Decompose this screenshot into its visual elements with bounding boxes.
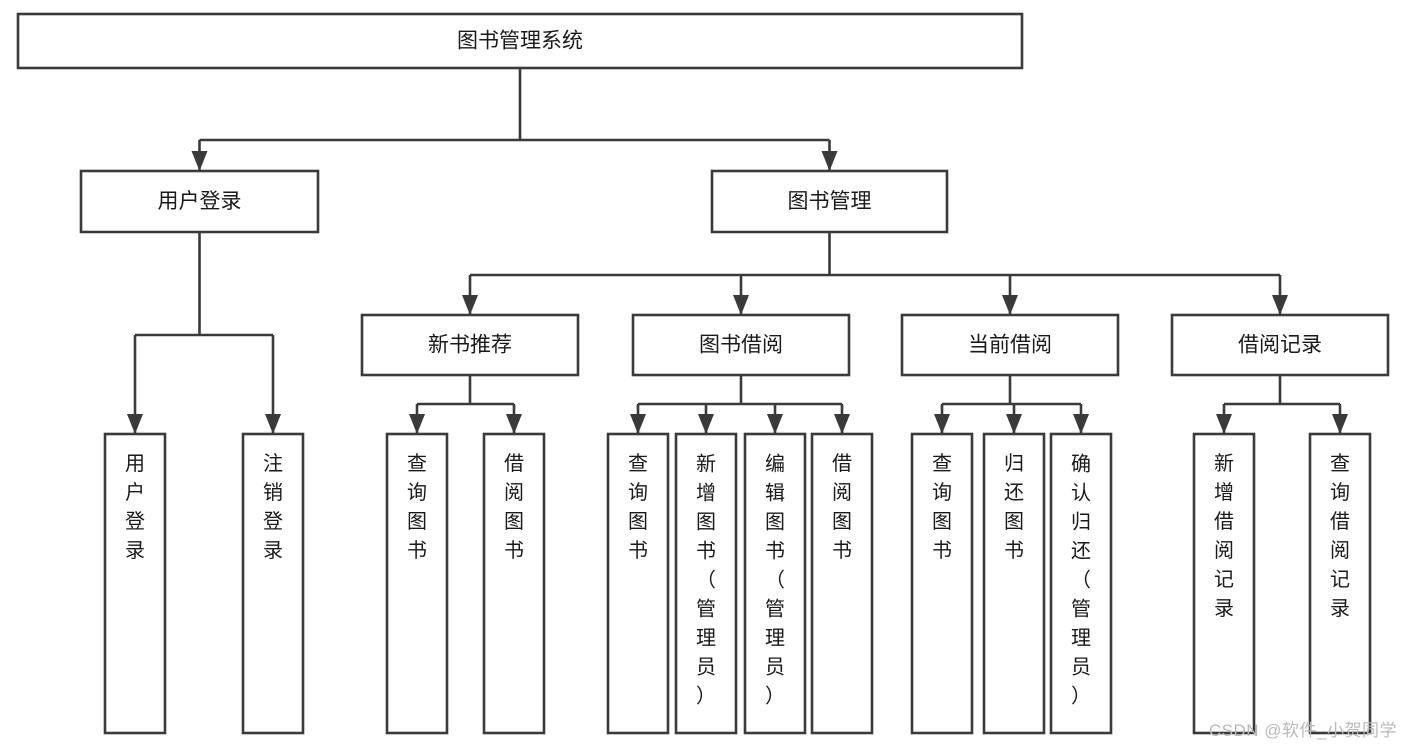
arrow-to-user-login (191, 151, 208, 171)
arrow-to-leaf-record-add (1216, 414, 1232, 434)
node-label: 图书借阅 (699, 334, 783, 357)
arrow-to-leaf-user-logout (265, 414, 281, 434)
node-label: 查询图书 (932, 452, 952, 562)
arrow-to-leaf-user-login (127, 414, 143, 434)
node-label: 当前借阅 (968, 334, 1052, 357)
node-label: 注销登录 (263, 452, 283, 562)
node-new-book-recommend[interactable]: 新书推荐 (360, 313, 580, 377)
node-box[interactable] (1308, 432, 1372, 735)
node-box[interactable] (1049, 432, 1113, 735)
arrow-to-leaf-record-query (1332, 414, 1348, 434)
node-label: 查询图书 (407, 452, 427, 562)
arrow-to-leaf-borrow-edit-book (767, 414, 783, 434)
node-box[interactable] (910, 432, 974, 735)
node-label: 图书管理系统 (457, 30, 583, 53)
node-box[interactable] (631, 313, 851, 377)
node-box[interactable] (103, 432, 167, 735)
node-borrow-record[interactable]: 借阅记录 (1170, 313, 1390, 377)
node-user-login[interactable]: 用户登录 (79, 169, 320, 234)
node-leaf-user-logout[interactable]: 注销登录 (241, 432, 305, 735)
arrow-to-leaf-current-confirm-return (1073, 414, 1089, 434)
node-book-manage[interactable]: 图书管理 (710, 169, 949, 234)
node-leaf-record-add[interactable]: 新增借阅记录 (1192, 432, 1256, 735)
node-box[interactable] (982, 432, 1046, 735)
node-leaf-rec-borrow-book[interactable]: 借阅图书 (482, 432, 546, 735)
node-leaf-rec-query-book[interactable]: 查询图书 (385, 432, 449, 735)
node-book-borrow[interactable]: 图书借阅 (631, 313, 851, 377)
arrow-to-leaf-current-query-book (934, 414, 950, 434)
node-label: 新书推荐 (428, 334, 512, 357)
arrow-to-new-book-recommend (462, 295, 478, 315)
arrow-to-borrow-record (1272, 295, 1288, 315)
node-leaf-borrow-edit-book[interactable]: 编辑图书（管理员） (743, 432, 807, 735)
node-box[interactable] (385, 432, 449, 735)
node-label: 借阅图书 (832, 452, 852, 562)
node-leaf-current-return-book[interactable]: 归还图书 (982, 432, 1046, 735)
arrow-to-leaf-borrow-borrow-book (834, 414, 850, 434)
arrow-to-leaf-rec-query-book (409, 414, 425, 434)
node-root[interactable]: 图书管理系统 (16, 12, 1024, 70)
node-label: 新增借阅记录 (1214, 452, 1234, 620)
node-box[interactable] (1170, 313, 1390, 377)
node-label: 用户登录 (125, 453, 145, 562)
node-label: 归还图书 (1004, 452, 1024, 562)
node-box[interactable] (16, 12, 1024, 70)
arrow-to-book-manage (821, 151, 838, 171)
node-leaf-user-login[interactable]: 用户登录 (103, 432, 167, 735)
node-box[interactable] (743, 432, 807, 735)
node-leaf-borrow-add-book[interactable]: 新增图书（管理员） (674, 432, 738, 735)
node-leaf-borrow-borrow-book[interactable]: 借阅图书 (810, 432, 874, 735)
arrow-to-current-borrow (1002, 295, 1018, 315)
node-leaf-borrow-query-book[interactable]: 查询图书 (606, 432, 670, 735)
node-label: 图书管理 (788, 190, 872, 213)
node-label: 借阅记录 (1238, 334, 1322, 357)
node-box[interactable] (674, 432, 738, 735)
node-current-borrow[interactable]: 当前借阅 (900, 313, 1120, 377)
node-label: 新增图书（管理员） (696, 452, 716, 707)
arrow-to-leaf-borrow-query-book (630, 414, 646, 434)
node-box[interactable] (1192, 432, 1256, 735)
node-box[interactable] (710, 169, 949, 234)
node-box[interactable] (606, 432, 670, 735)
node-box[interactable] (241, 432, 305, 735)
arrow-to-leaf-current-return-book (1006, 414, 1022, 434)
node-leaf-current-confirm-return[interactable]: 确认归还（管理员） (1049, 432, 1113, 735)
arrow-to-leaf-borrow-add-book (698, 414, 714, 434)
node-label: 确认归还（管理员） (1071, 452, 1091, 707)
csdn-watermark: CSDN @软件_小贺同学 (1208, 721, 1397, 740)
arrow-to-leaf-rec-borrow-book (506, 414, 522, 434)
node-box[interactable] (360, 313, 580, 377)
node-box[interactable] (482, 432, 546, 735)
connector-layer (127, 68, 1348, 434)
node-box[interactable] (810, 432, 874, 735)
node-label: 借阅图书 (504, 452, 524, 562)
node-leaf-record-query[interactable]: 查询借阅记录 (1308, 432, 1372, 735)
node-box[interactable] (79, 169, 320, 234)
node-label: 用户登录 (158, 190, 242, 213)
arrow-to-book-borrow (733, 295, 749, 315)
node-label: 查询图书 (628, 452, 648, 562)
node-layer: 图书管理系统用户登录图书管理新书推荐图书借阅当前借阅借阅记录用户登录注销登录查询… (16, 12, 1390, 735)
node-label: 编辑图书（管理员） (765, 452, 785, 707)
node-leaf-current-query-book[interactable]: 查询图书 (910, 432, 974, 735)
node-box[interactable] (900, 313, 1120, 377)
node-label: 查询借阅记录 (1330, 452, 1350, 620)
